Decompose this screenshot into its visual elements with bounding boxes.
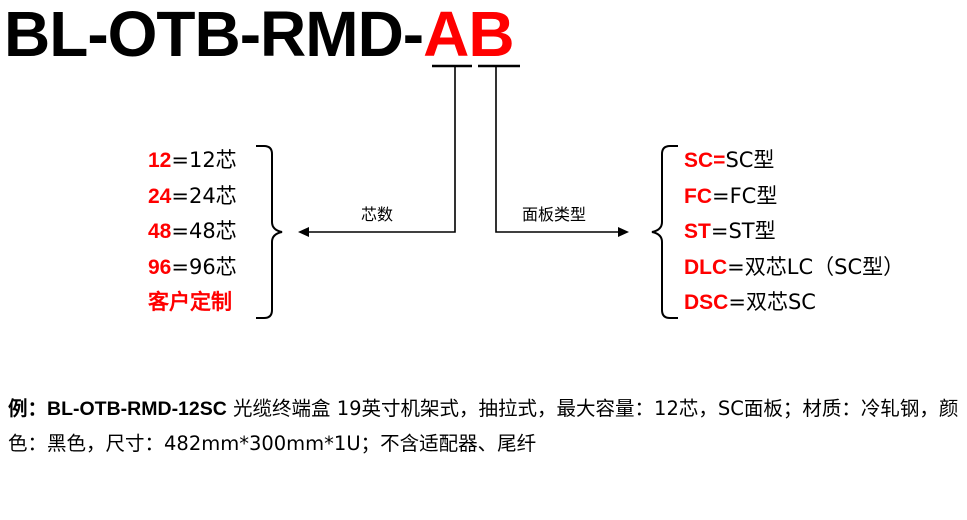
model-code-prefix: BL-OTB-RMD- bbox=[4, 0, 424, 70]
option-code: 96 bbox=[148, 255, 172, 279]
core-option-24: 24=24芯 bbox=[148, 179, 237, 215]
option-code: DSC bbox=[684, 291, 729, 315]
arrowhead-core-count bbox=[298, 227, 309, 237]
panel-option-st: ST=ST型 bbox=[684, 214, 904, 250]
core-count-options: 12=12芯 24=24芯 48=48芯 96=96芯 客户定制 bbox=[148, 143, 237, 320]
example-text: 光缆终端盒 19英寸机架式，抽拉式，最大容量：12芯，SC面板；材质：冷轧钢，颜… bbox=[8, 397, 959, 455]
panel-type-options: SC=SC型 FC=FC型 ST=ST型 DLC=双芯LC（SC型） DSC=双… bbox=[684, 143, 904, 321]
option-code: 12 bbox=[148, 149, 172, 172]
brace-panel-options bbox=[651, 145, 678, 319]
option-text: =96芯 bbox=[171, 254, 237, 279]
option-text: =24芯 bbox=[171, 183, 237, 208]
example-label: 例： bbox=[8, 398, 48, 420]
example-model: BL-OTB-RMD-12SC bbox=[47, 398, 227, 420]
brace-core-options bbox=[256, 145, 283, 319]
core-option-96: 96=96芯 bbox=[148, 250, 237, 286]
option-code: 24 bbox=[148, 184, 172, 208]
core-count-label: 芯数 bbox=[361, 205, 394, 224]
option-code: FC bbox=[684, 184, 712, 208]
option-code: 48 bbox=[148, 220, 172, 244]
model-code-title: BL-OTB-RMD-AB bbox=[4, 0, 515, 72]
option-text: =48芯 bbox=[171, 219, 237, 244]
option-text: =ST型 bbox=[710, 219, 776, 244]
panel-option-sc: SC=SC型 bbox=[684, 143, 904, 179]
connector-core-count bbox=[306, 67, 456, 233]
connector-panel-type bbox=[495, 67, 620, 233]
option-code: ST bbox=[684, 220, 711, 244]
core-option-12: 12=12芯 bbox=[148, 143, 237, 179]
option-code: SC= bbox=[684, 149, 726, 172]
option-text: =FC型 bbox=[712, 183, 778, 208]
core-option-custom: 客户定制 bbox=[148, 290, 232, 315]
panel-type-label: 面板类型 bbox=[522, 205, 587, 224]
option-text: =双芯LC（SC型） bbox=[727, 254, 905, 279]
panel-option-dlc: DLC=双芯LC（SC型） bbox=[684, 250, 904, 286]
panel-option-fc: FC=FC型 bbox=[684, 179, 904, 215]
option-text: SC型 bbox=[725, 148, 775, 172]
option-text: =12芯 bbox=[171, 148, 237, 172]
core-option-48: 48=48芯 bbox=[148, 214, 237, 250]
example-description: 例：BL-OTB-RMD-12SC 光缆终端盒 19英寸机架式，抽拉式，最大容量… bbox=[8, 392, 963, 460]
option-code: DLC bbox=[684, 255, 728, 279]
arrowhead-panel-type bbox=[618, 227, 629, 237]
model-code-suffix: AB bbox=[423, 0, 514, 70]
option-text: =双芯SC bbox=[728, 290, 816, 315]
panel-option-dsc: DSC=双芯SC bbox=[684, 285, 904, 321]
